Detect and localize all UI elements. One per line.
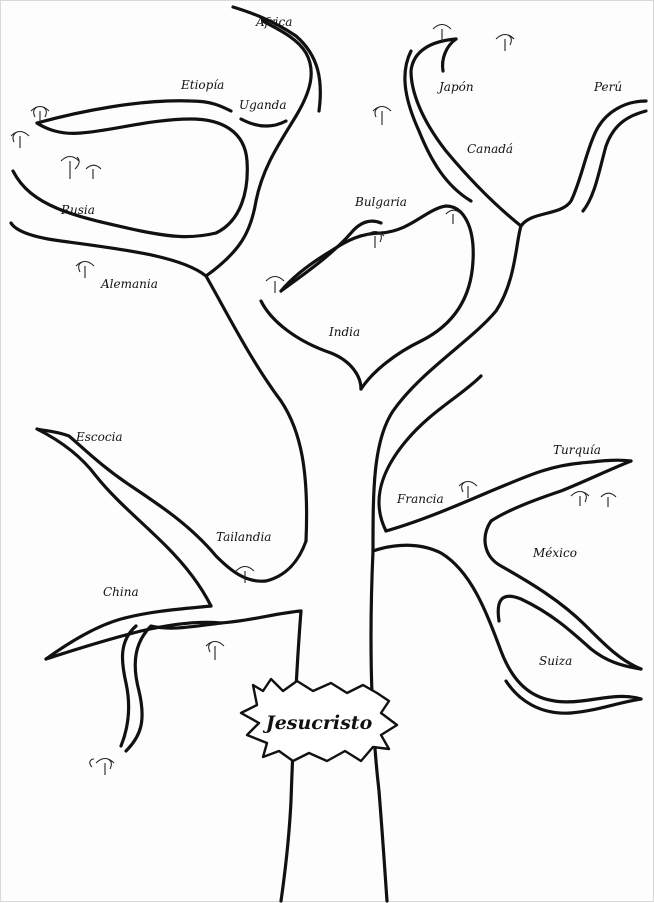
leaf-sprig-icon: [86, 165, 101, 179]
leaf-sprig-icon: [61, 157, 79, 180]
leaf-sprig-icon: [373, 107, 391, 126]
label-bulgaria: Bulgaria: [354, 195, 407, 209]
label-uganda: Uganda: [239, 98, 287, 112]
label-peru: Perú: [593, 80, 622, 94]
leaf-sprig-icon: [496, 35, 514, 52]
label-rusia: Rusia: [60, 203, 95, 217]
leaf-sprig-icon: [11, 132, 29, 149]
tree-outline: [11, 7, 646, 901]
leaf-sprig-icon: [601, 493, 616, 507]
leaf-sprig-icon: [76, 262, 94, 279]
label-japon: Japón: [436, 80, 474, 94]
branch-labels: Africa Etiopía Uganda Rusia Alemania Jap…: [60, 15, 622, 668]
leaf-sprig-icon: [90, 759, 114, 776]
label-etiopia: Etiopía: [180, 78, 224, 92]
label-india: India: [328, 325, 360, 339]
label-canada: Canadá: [467, 142, 513, 156]
leaf-sprig-icon: [459, 482, 477, 499]
label-mexico: México: [532, 546, 577, 560]
label-francia: Francia: [396, 492, 444, 506]
leaf-sprig-icon: [206, 642, 224, 661]
label-tailandia: Tailandia: [216, 530, 271, 544]
label-china: China: [103, 585, 139, 599]
leaf-sprig-icon: [446, 210, 461, 224]
label-suiza: Suiza: [539, 654, 572, 668]
leaf-sprig-icon: [571, 492, 589, 507]
leaf-sprigs: [11, 25, 616, 776]
label-africa: Africa: [255, 15, 292, 29]
center-label: Jesucristo: [263, 712, 373, 734]
label-turquia: Turquía: [553, 443, 601, 457]
label-alemania: Alemania: [100, 277, 158, 291]
label-escocia: Escocia: [75, 430, 123, 444]
